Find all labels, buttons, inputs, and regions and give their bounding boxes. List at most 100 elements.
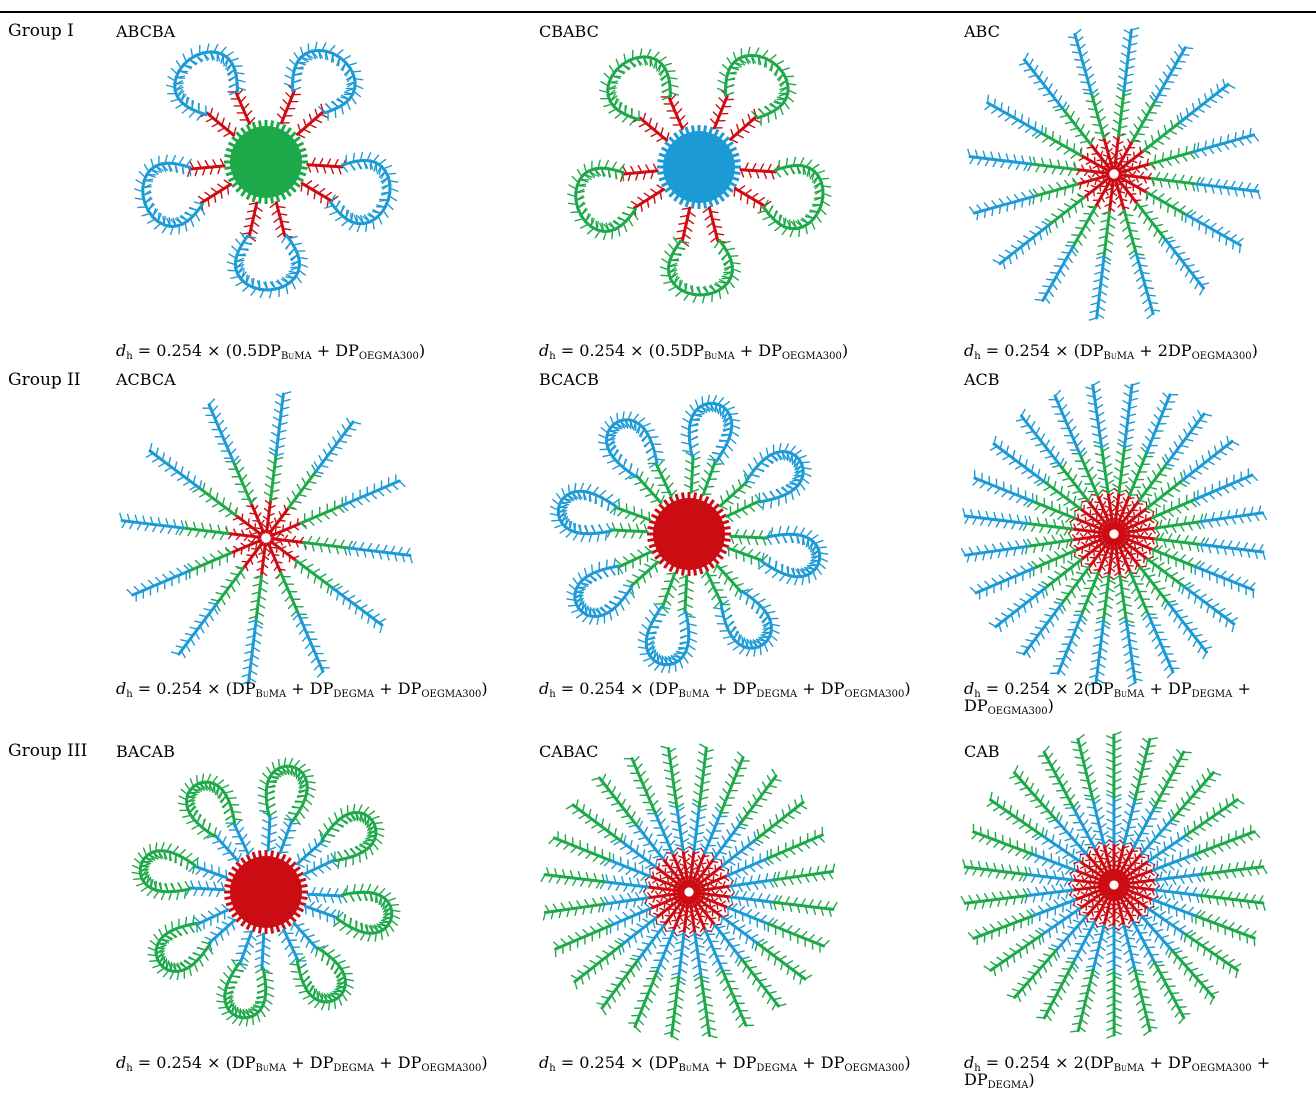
arm-block-a (972, 469, 1035, 507)
arm-block-a (1065, 804, 1100, 850)
arm-block-a (726, 850, 771, 882)
formula-term: ) (841, 341, 849, 360)
arm-block-b (1098, 132, 1118, 170)
loop-block-c (626, 558, 660, 595)
arm-block-a (1194, 177, 1261, 200)
micelle-title: BCACB (539, 370, 599, 389)
loop-block-a (295, 833, 328, 868)
loop-segment (332, 909, 347, 927)
micelle-core (224, 850, 308, 934)
arm-block-c (754, 941, 813, 985)
formula-sub: h (549, 689, 556, 700)
arm-block-c (716, 751, 750, 815)
diameter-formula: dh = 0.254 × (0.5DPBuMA + DPOEGMA300) (539, 341, 919, 362)
loop-block-c (257, 757, 316, 826)
arm-block-c (1142, 114, 1184, 155)
loop-block-c (177, 773, 244, 840)
loop-block-a (549, 482, 621, 543)
arm-block-c (192, 482, 239, 518)
arm-block-c (1009, 765, 1060, 822)
arm-block-c (960, 888, 1029, 911)
arm-block-b (1115, 138, 1140, 171)
arm-block-c (248, 574, 269, 625)
formula-sub: OEGMA300 (1191, 1063, 1252, 1074)
arm-block-c (1034, 127, 1083, 159)
micelle-title: ABC (964, 22, 1000, 41)
arm-block-c (1024, 532, 1074, 555)
arm-block-c (1036, 475, 1083, 511)
loop-block-b (276, 85, 302, 125)
arm-block-c (1125, 446, 1154, 497)
arm-block-c (1067, 205, 1099, 254)
micelle-diagram (134, 41, 399, 299)
loop-block-b (674, 206, 696, 247)
arm-block-b (693, 879, 734, 897)
arm-block-a (1160, 237, 1210, 296)
arm-block-c (1135, 565, 1176, 607)
arm-block-c (1150, 171, 1201, 192)
arm-block-c (1044, 193, 1086, 234)
loop-segment (757, 199, 774, 216)
arm-block-b (1118, 521, 1159, 539)
loop-block-b (197, 179, 233, 212)
arm-block-a (729, 890, 779, 910)
arm-block-c (1096, 210, 1117, 261)
formula-lead: = 0.254 × (0.5DP (132, 341, 281, 360)
loop-segment (330, 851, 345, 870)
arm-block-c (1031, 544, 1077, 577)
arm-block-b (270, 518, 307, 540)
loop-block-a (306, 886, 347, 904)
arm-block-c (225, 459, 258, 505)
arm-block-c (1151, 545, 1202, 574)
arm-block-c (1133, 202, 1174, 244)
loop-segment (324, 194, 341, 211)
arm-block-b (264, 542, 286, 579)
arm-block-c (1199, 888, 1266, 911)
arm-block-a (962, 508, 1029, 531)
loop-block-b (227, 89, 256, 125)
loop-segment (661, 86, 680, 101)
arm-block-c (1199, 859, 1268, 882)
arm-block-a (1034, 244, 1077, 304)
formula-sub: h (549, 1063, 556, 1074)
formula-term: + DP (311, 341, 359, 360)
arm-block-a (603, 853, 652, 881)
arm-block-c (737, 957, 787, 1011)
loop-block-b (241, 201, 263, 242)
arm-block-c (623, 756, 662, 816)
arm-block-a (671, 932, 691, 982)
arm-block-a (699, 929, 731, 974)
loop-segment (283, 811, 301, 826)
arm-block-a (628, 820, 668, 861)
arm-block-c (1128, 968, 1158, 1036)
arm-block-c (1170, 767, 1222, 823)
arm-block-c (542, 896, 607, 921)
loop-block-a (743, 442, 812, 511)
arm-block-a (1022, 867, 1074, 887)
loop-block-a (290, 921, 325, 954)
arm-block-a (668, 804, 691, 852)
arm-block-a (1184, 211, 1244, 254)
arm-block-c (1112, 574, 1135, 624)
arm-block-a (340, 474, 406, 512)
micelle-diagram (131, 757, 401, 1027)
formula-sub: DEGMA (756, 689, 798, 700)
arm-block-c (263, 451, 284, 502)
loop-block-b (739, 162, 780, 180)
arm-block-a (1067, 920, 1099, 969)
formula-term: + DP (374, 679, 422, 698)
micelle-title: ACBCA (116, 370, 176, 389)
arm-block-a (1048, 389, 1086, 456)
arm-block-a (1198, 505, 1268, 529)
arm-block-a (1154, 883, 1206, 903)
arm-block-c (1070, 968, 1100, 1033)
loop-segment (231, 958, 249, 973)
loop-segment (185, 857, 200, 875)
micelle-title: CAB (964, 742, 1000, 761)
formula-sub: BuMA (1103, 351, 1135, 362)
formula-sub: BuMA (1113, 689, 1145, 700)
micelle-diagram (967, 27, 1261, 321)
formula-d: d (539, 679, 550, 698)
arm-block-c (1054, 104, 1095, 146)
diameter-formula: dh = 0.254 × (DPBuMA + DPDEGMA + DPOEGMA… (116, 679, 496, 700)
